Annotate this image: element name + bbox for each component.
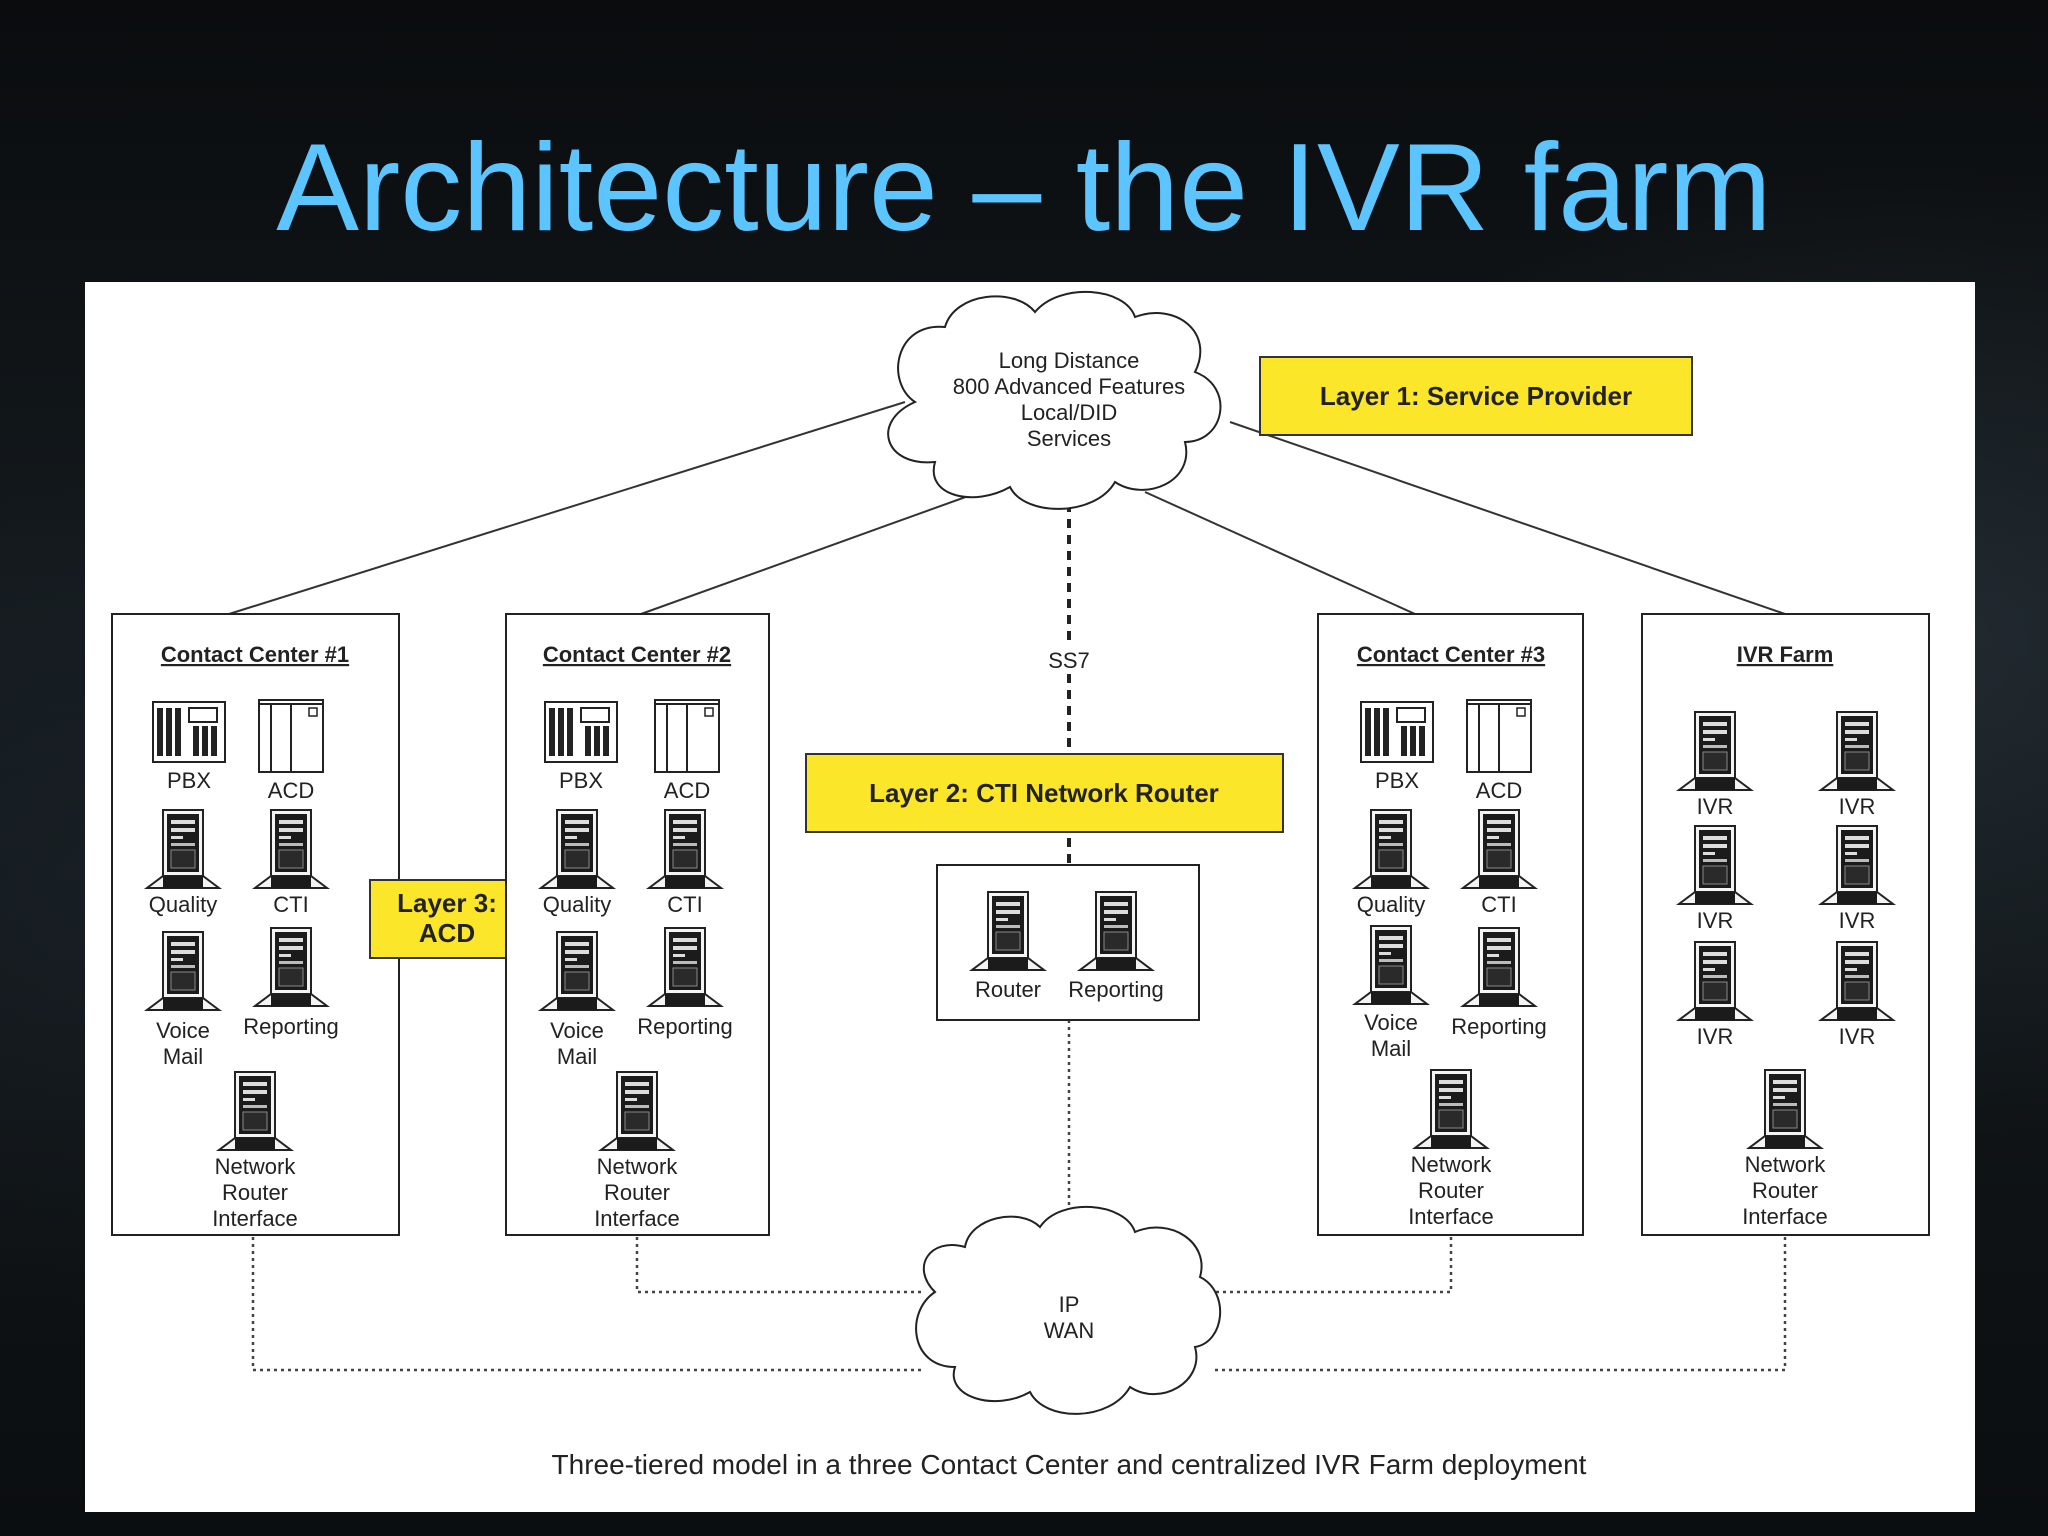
svg-text:Interface: Interface bbox=[594, 1206, 680, 1231]
svg-text:Voice: Voice bbox=[550, 1018, 604, 1043]
svg-text:Layer 1: Service Provider: Layer 1: Service Provider bbox=[1320, 381, 1632, 411]
svg-text:CTI: CTI bbox=[1481, 892, 1516, 917]
svg-text:IVR: IVR bbox=[1697, 1024, 1734, 1049]
svg-text:Mail: Mail bbox=[557, 1044, 597, 1069]
svg-text:IVR: IVR bbox=[1839, 794, 1876, 819]
svg-text:ACD: ACD bbox=[664, 778, 710, 803]
svg-text:Network: Network bbox=[597, 1154, 679, 1179]
svg-text:CTI: CTI bbox=[667, 892, 702, 917]
ss7-label: SS7 bbox=[1048, 648, 1090, 673]
svg-text:Router: Router bbox=[222, 1180, 288, 1205]
svg-text:PBX: PBX bbox=[1375, 768, 1419, 793]
svg-text:Quality: Quality bbox=[149, 892, 217, 917]
wan-links bbox=[251, 1020, 1787, 1372]
svg-text:Interface: Interface bbox=[1742, 1204, 1828, 1229]
reporting-label: Reporting bbox=[1068, 977, 1163, 1002]
wan-line-1: IP bbox=[1059, 1292, 1080, 1317]
svg-text:Reporting: Reporting bbox=[243, 1014, 338, 1039]
figure-caption: Three-tiered model in a three Contact Ce… bbox=[552, 1449, 1587, 1480]
ivr-farm: IVR Farm IVR IVR IVR IVR IVR IVR Network… bbox=[1641, 613, 1930, 1236]
ss7-link: SS7 bbox=[1048, 487, 1090, 865]
layer1-label-box: Layer 1: Service Provider bbox=[1259, 356, 1693, 436]
contact-center-3: Contact Center #3 PBX ACD Quality CTI Vo… bbox=[1317, 613, 1584, 1236]
ip-wan-cloud: IP WAN bbox=[915, 1206, 1222, 1415]
svg-text:IVR: IVR bbox=[1839, 1024, 1876, 1049]
svg-text:Router: Router bbox=[1752, 1178, 1818, 1203]
svg-text:Mail: Mail bbox=[1371, 1036, 1411, 1061]
wan-line-2: WAN bbox=[1044, 1318, 1095, 1343]
svg-text:Voice: Voice bbox=[156, 1018, 210, 1043]
connection-lines bbox=[228, 401, 1786, 615]
cloud-line-2: 800 Advanced Features bbox=[953, 374, 1185, 399]
cc3-title: Contact Center #3 bbox=[1357, 642, 1545, 667]
svg-text:Network: Network bbox=[215, 1154, 297, 1179]
svg-text:ACD: ACD bbox=[268, 778, 314, 803]
svg-text:Interface: Interface bbox=[212, 1206, 298, 1231]
service-provider-cloud: Long Distance 800 Advanced Features Loca… bbox=[887, 291, 1222, 510]
svg-text:IVR: IVR bbox=[1839, 908, 1876, 933]
slide-title: Architecture – the IVR farm bbox=[276, 119, 1772, 257]
svg-text:PBX: PBX bbox=[167, 768, 211, 793]
svg-text:ACD: ACD bbox=[1476, 778, 1522, 803]
svg-text:Voice: Voice bbox=[1364, 1010, 1418, 1035]
cloud-line-4: Services bbox=[1027, 426, 1111, 451]
svg-text:Router: Router bbox=[1418, 1178, 1484, 1203]
contact-center-2: Contact Center #2 PBX ACD Quality CTI Vo… bbox=[505, 613, 770, 1236]
layer3-label-box: Layer 3: ACD bbox=[369, 879, 526, 959]
svg-text:Interface: Interface bbox=[1408, 1204, 1494, 1229]
svg-text:ACD: ACD bbox=[419, 918, 475, 948]
router-label: Router bbox=[975, 977, 1041, 1002]
svg-text:Layer 3:: Layer 3: bbox=[397, 888, 497, 918]
svg-text:Network: Network bbox=[1411, 1152, 1493, 1177]
svg-text:IVR: IVR bbox=[1697, 908, 1734, 933]
cti-router-box: Router Reporting bbox=[936, 864, 1200, 1021]
svg-text:Mail: Mail bbox=[163, 1044, 203, 1069]
svg-text:Router: Router bbox=[604, 1180, 670, 1205]
contact-center-1: Contact Center #1 PBX ACD Quality CTI Vo… bbox=[111, 613, 400, 1236]
svg-text:Reporting: Reporting bbox=[1451, 1014, 1546, 1039]
architecture-diagram: SS7 Long Distance 800 Advanced Features … bbox=[85, 282, 1975, 1512]
svg-text:Network: Network bbox=[1745, 1152, 1827, 1177]
svg-text:Quality: Quality bbox=[1357, 892, 1425, 917]
svg-text:Layer 2: CTI Network Router: Layer 2: CTI Network Router bbox=[869, 778, 1219, 808]
cc2-title: Contact Center #2 bbox=[543, 642, 731, 667]
svg-text:PBX: PBX bbox=[559, 768, 603, 793]
cloud-line-1: Long Distance bbox=[999, 348, 1140, 373]
layer2-label-box: Layer 2: CTI Network Router bbox=[805, 753, 1284, 833]
svg-text:IVR: IVR bbox=[1697, 794, 1734, 819]
ivr-farm-title: IVR Farm bbox=[1737, 642, 1834, 667]
svg-text:Quality: Quality bbox=[543, 892, 611, 917]
svg-text:CTI: CTI bbox=[273, 892, 308, 917]
cloud-line-3: Local/DID bbox=[1021, 400, 1118, 425]
svg-text:Reporting: Reporting bbox=[637, 1014, 732, 1039]
cc1-title: Contact Center #1 bbox=[161, 642, 349, 667]
